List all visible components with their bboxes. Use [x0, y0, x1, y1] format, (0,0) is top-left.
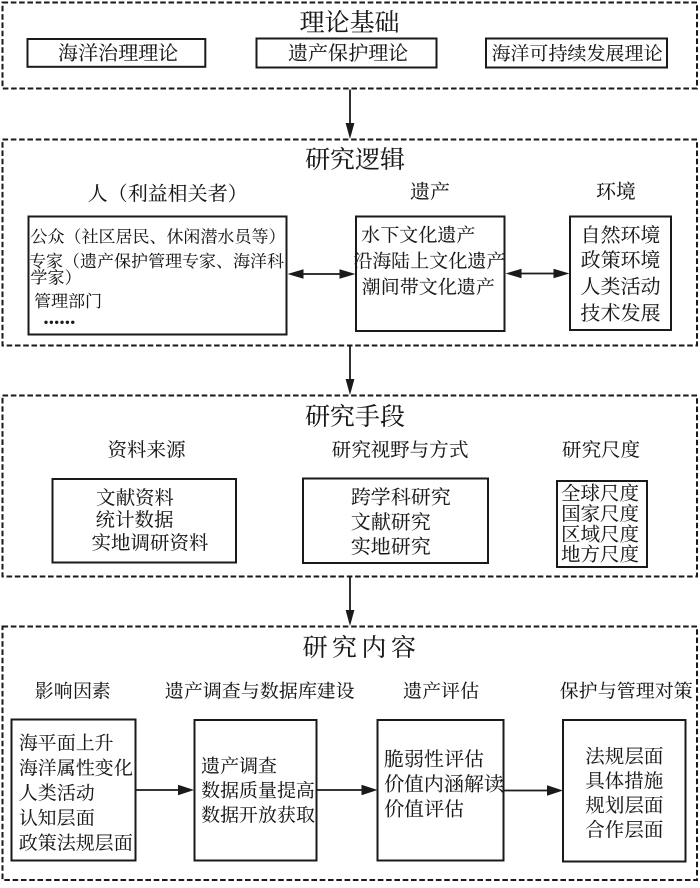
svg-text:公众（社区居民、休闲潜水员等）: 公众（社区居民、休闲潜水员等） [31, 223, 286, 248]
svg-text:学家）: 学家） [31, 264, 82, 289]
svg-text:跨学科研究: 跨学科研究 [351, 481, 451, 510]
svg-text:地方尺度: 地方尺度 [561, 539, 640, 567]
svg-text:数据开放获取: 数据开放获取 [201, 801, 315, 828]
svg-text:保护与管理对策: 保护与管理对策 [560, 676, 693, 703]
svg-text:法规层面: 法规层面 [585, 741, 664, 769]
svg-text:影响因素: 影响因素 [35, 676, 111, 703]
svg-text:研究手段: 研究手段 [305, 397, 405, 433]
svg-text:合作层面: 合作层面 [585, 815, 664, 843]
svg-text:价值评估: 价值评估 [384, 793, 464, 822]
svg-text:遗产调查: 遗产调查 [201, 752, 277, 779]
svg-text:自然环境: 自然环境 [581, 219, 661, 248]
svg-text:脆弱性评估: 脆弱性评估 [384, 743, 484, 772]
svg-text:潮间带文化遗产: 潮间带文化遗产 [362, 273, 495, 300]
svg-text:实地调研资料: 实地调研资料 [91, 528, 209, 556]
svg-text:实地研究: 实地研究 [351, 531, 431, 560]
svg-text:专家（遗产保护管理专家、海洋科: 专家（遗产保护管理专家、海洋科 [29, 247, 284, 272]
svg-text:环境: 环境 [596, 175, 636, 204]
svg-text:研究视野与方式: 研究视野与方式 [332, 435, 469, 463]
svg-text:研究尺度: 研究尺度 [562, 435, 641, 463]
svg-text:水下文化遗产: 水下文化遗产 [361, 221, 475, 248]
svg-text:价值内涵解读: 价值内涵解读 [384, 768, 504, 797]
svg-text:遗产保护理论: 遗产保护理论 [288, 37, 408, 66]
svg-text:区域尺度: 区域尺度 [561, 519, 640, 547]
svg-text:政策环境: 政策环境 [581, 244, 661, 273]
svg-text:全球尺度: 全球尺度 [561, 478, 640, 506]
svg-text:人类活动: 人类活动 [581, 271, 661, 300]
svg-text:资料来源: 资料来源 [107, 435, 185, 463]
svg-text:人（利益相关者）: 人（利益相关者） [88, 178, 248, 207]
svg-text:规划层面: 规划层面 [585, 790, 664, 818]
svg-text:海洋可持续发展理论: 海洋可持续发展理论 [491, 39, 662, 66]
svg-text:研究内容: 研究内容 [302, 628, 420, 664]
svg-text:国家尺度: 国家尺度 [561, 498, 640, 526]
svg-text:遗产评估: 遗产评估 [403, 676, 479, 703]
svg-text:认知层面: 认知层面 [19, 804, 95, 831]
svg-text:文献资料: 文献资料 [96, 483, 175, 511]
svg-text:管理部门: 管理部门 [34, 287, 102, 312]
svg-text:政策法规层面: 政策法规层面 [19, 829, 133, 856]
svg-text:沿海陆上文化遗产: 沿海陆上文化遗产 [353, 247, 505, 274]
svg-text:具体措施: 具体措施 [585, 766, 663, 794]
svg-text:遗产调查与数据库建设: 遗产调查与数据库建设 [165, 676, 355, 703]
svg-text:研究逻辑: 研究逻辑 [305, 140, 405, 176]
svg-text:数据质量提高: 数据质量提高 [201, 776, 315, 803]
svg-text:技术发展: 技术发展 [581, 297, 661, 326]
svg-text:统计数据: 统计数据 [95, 505, 173, 533]
svg-text:海洋属性变化: 海洋属性变化 [19, 754, 133, 781]
svg-text:海洋治理理论: 海洋治理理论 [58, 37, 178, 66]
svg-text:遗产: 遗产 [410, 175, 450, 204]
svg-text:海平面上升: 海平面上升 [19, 729, 114, 756]
svg-text:理论基础: 理论基础 [299, 3, 399, 39]
svg-text:人类活动: 人类活动 [19, 779, 95, 806]
svg-text:文献研究: 文献研究 [351, 506, 431, 535]
